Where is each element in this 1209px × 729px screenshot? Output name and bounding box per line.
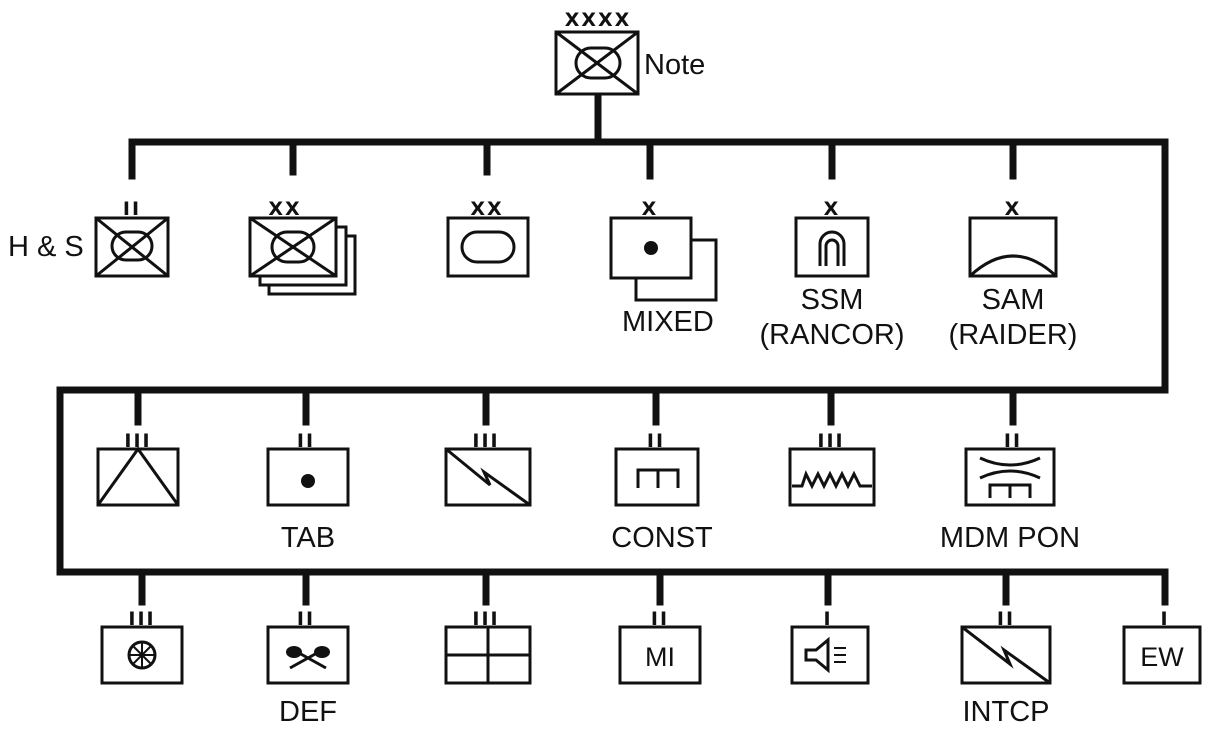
unit-mi-text: MI: [645, 642, 675, 672]
unit-signal-echelon: III: [472, 430, 499, 452]
unit-mdm-echelon: II: [1004, 430, 1022, 452]
unit-tab: II TAB: [266, 430, 350, 554]
unit-hs-echelon: II: [123, 198, 141, 220]
unit-wheel: III: [100, 608, 184, 685]
unit-const-echelon: II: [647, 430, 665, 452]
root-unit: XXXX Note: [554, 9, 705, 96]
pontoon-icon: [979, 456, 1041, 498]
unit-div1-echelon: XX: [268, 198, 301, 220]
unit-sam: X SAM (RAIDER): [949, 198, 1078, 351]
unit-mdm-label: MDM PON: [940, 522, 1080, 554]
lightning-icon: [445, 447, 531, 507]
unit-mixed-label: MIXED: [622, 306, 714, 338]
unit-bridge: III: [788, 430, 876, 507]
triangle-icon: [96, 446, 180, 506]
engineer-icon: [636, 468, 680, 488]
unit-const-label: CONST: [611, 522, 713, 554]
unit-ssm-label2: (RANCOR): [760, 319, 905, 351]
unit-ew: I EW: [1122, 608, 1202, 685]
unit-mdm-pon: II MDM PON: [940, 430, 1080, 554]
unit-sam-label: SAM: [982, 284, 1045, 316]
unit-hs-armored-infantry: II H & S: [8, 198, 170, 278]
dot-icon: [644, 241, 658, 255]
root-label: Note: [644, 49, 705, 81]
unit-def-echelon: II: [297, 608, 315, 630]
unit-grid-echelon: III: [472, 608, 499, 630]
unit-def: II DEF: [266, 608, 350, 728]
unit-mixed-artillery: X MIXED: [609, 198, 718, 338]
unit-sam-echelon: X: [1005, 198, 1022, 220]
unit-def-label: DEF: [279, 696, 337, 728]
unit-const: II CONST: [611, 430, 713, 554]
unit-ssm-echelon: X: [824, 198, 841, 220]
dot-icon: [301, 474, 315, 488]
air-defense-icon: [968, 254, 1058, 278]
unit-div2-echelon: XX: [470, 198, 503, 220]
unit-ew-echelon: I: [1160, 608, 1169, 630]
missile-icon: [818, 230, 846, 266]
unit-r2a-echelon: III: [124, 430, 151, 452]
unit-intcp: II INTCP: [960, 608, 1052, 728]
unit-ssm: X SSM (RANCOR): [760, 198, 905, 351]
connector-lines: [56, 93, 1169, 606]
unit-bridge-echelon: III: [817, 430, 844, 452]
unit-signal: III: [444, 430, 532, 507]
unit-tab-echelon: II: [297, 430, 315, 452]
unit-intcp-echelon: II: [997, 608, 1015, 630]
lightning-icon: [961, 625, 1051, 685]
loudspeaker-icon: [804, 636, 846, 674]
unit-tab-label: TAB: [281, 522, 335, 554]
unit-sam-label2: (RAIDER): [949, 319, 1078, 351]
unit-grid: III: [444, 608, 532, 685]
unit-triangle: III: [96, 430, 180, 507]
root-echelon: XXXX: [565, 9, 632, 31]
unit-armored-division: XX: [446, 198, 530, 278]
unit-r3a-echelon: III: [128, 608, 155, 630]
chemical-retorts-icon: [286, 646, 330, 670]
bridge-icon: [792, 470, 872, 490]
unit-mi: II MI: [618, 608, 702, 685]
unit-speaker-echelon: I: [823, 608, 832, 630]
unit-mi-echelon: II: [651, 608, 669, 630]
unit-ew-text: EW: [1140, 642, 1184, 672]
wheel-icon: [127, 640, 157, 670]
unit-intcp-label: INTCP: [963, 696, 1050, 728]
unit-armored-infantry-divisions: XX: [248, 198, 357, 296]
unit-ssm-label: SSM: [801, 284, 864, 316]
unit-hs-label: H & S: [8, 231, 84, 263]
unit-loudspeaker: I: [790, 608, 870, 685]
unit-mixed-echelon: X: [642, 198, 659, 220]
